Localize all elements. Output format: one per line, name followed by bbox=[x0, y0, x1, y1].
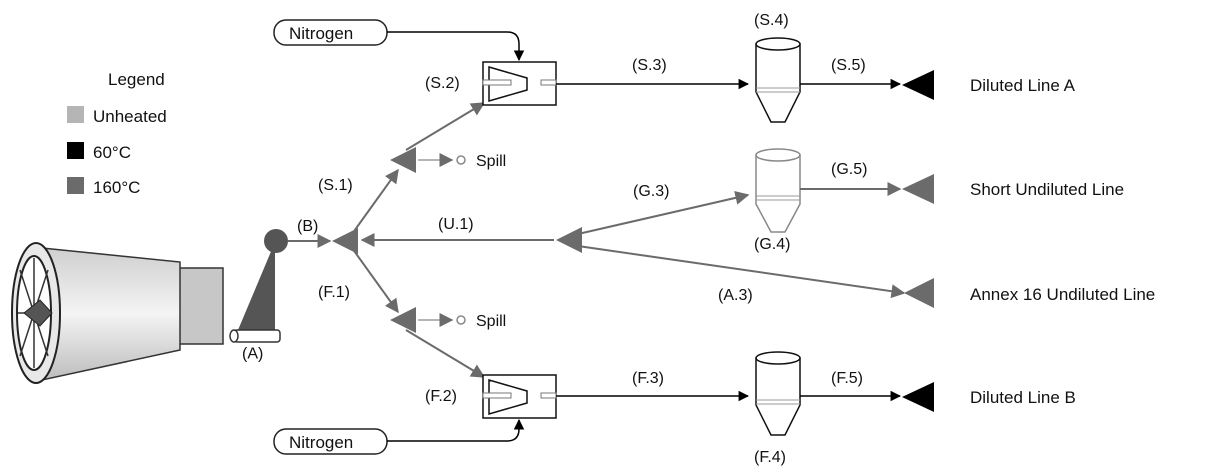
line-s1 bbox=[351, 168, 399, 235]
nitrogen-line-top bbox=[387, 31, 525, 62]
node-label-g5: (G.5) bbox=[831, 161, 867, 178]
node-label-f3: (F.3) bbox=[632, 370, 664, 387]
splitter-u bbox=[556, 227, 582, 253]
legend-swatch-unheated bbox=[67, 106, 84, 123]
node-label-f5: (F.5) bbox=[831, 370, 863, 387]
splitter-b bbox=[332, 228, 358, 254]
node-label-g4: (G.4) bbox=[754, 236, 790, 253]
line-s1-to-diluter bbox=[405, 102, 486, 151]
output-label-diluted-a: Diluted Line A bbox=[970, 76, 1076, 95]
legend-swatch-160c bbox=[67, 177, 84, 194]
splitter-s bbox=[390, 147, 416, 173]
spill-port-s bbox=[456, 155, 466, 165]
diluter-f2 bbox=[482, 374, 557, 419]
legend-title: Legend bbox=[108, 70, 165, 89]
output-terminal-short-undiluted bbox=[902, 174, 934, 204]
splitter-f bbox=[390, 307, 416, 333]
spill-label-s: Spill bbox=[476, 153, 506, 170]
node-label-s1: (S.1) bbox=[318, 177, 353, 194]
nitrogen-line-bottom bbox=[387, 418, 525, 442]
cyclone-f4 bbox=[755, 351, 801, 436]
cyclone-s4 bbox=[755, 37, 801, 123]
legend-swatch-60c bbox=[67, 142, 84, 159]
node-label-b: (B) bbox=[297, 218, 318, 235]
node-label-f1: (F.1) bbox=[318, 284, 350, 301]
engine-icon bbox=[11, 242, 224, 384]
node-label-s3: (S.3) bbox=[632, 57, 667, 74]
node-label-f2: (F.2) bbox=[425, 388, 457, 405]
node-label-s2: (S.2) bbox=[425, 75, 460, 92]
nitrogen-label-top: Nitrogen bbox=[289, 24, 353, 43]
diluter-s2 bbox=[482, 61, 557, 106]
node-label-s4: (S.4) bbox=[754, 12, 789, 29]
cyclone-g4 bbox=[755, 148, 801, 233]
output-label-short-undiluted: Short Undiluted Line bbox=[970, 180, 1124, 199]
node-label-a3: (A.3) bbox=[718, 287, 753, 304]
node-label-g3: (G.3) bbox=[633, 183, 669, 200]
spill-label-f: Spill bbox=[476, 313, 506, 330]
node-label-s5: (S.5) bbox=[831, 57, 866, 74]
output-terminal-a bbox=[902, 70, 934, 100]
line-a3 bbox=[577, 245, 906, 299]
legend-label-60c: 60°C bbox=[93, 143, 131, 162]
spill-port-f bbox=[456, 315, 466, 325]
legend: Legend Unheated 60°C 160°C bbox=[67, 70, 167, 197]
output-terminal-b bbox=[902, 382, 934, 412]
node-label-u1: (U.1) bbox=[438, 216, 474, 233]
legend-label-160c: 160°C bbox=[93, 178, 140, 197]
node-label-f4: (F.4) bbox=[754, 449, 786, 466]
nitrogen-label-bottom: Nitrogen bbox=[289, 433, 353, 452]
output-label-diluted-b: Diluted Line B bbox=[970, 388, 1076, 407]
sampling-probe bbox=[229, 229, 288, 343]
node-label-a: (A) bbox=[242, 345, 263, 362]
line-f1-to-diluter bbox=[405, 329, 486, 378]
legend-label-unheated: Unheated bbox=[93, 107, 167, 126]
line-g3 bbox=[577, 190, 750, 235]
output-terminal-annex16 bbox=[904, 278, 934, 308]
line-f1 bbox=[351, 247, 399, 314]
output-label-annex16: Annex 16 Undiluted Line bbox=[970, 285, 1155, 304]
